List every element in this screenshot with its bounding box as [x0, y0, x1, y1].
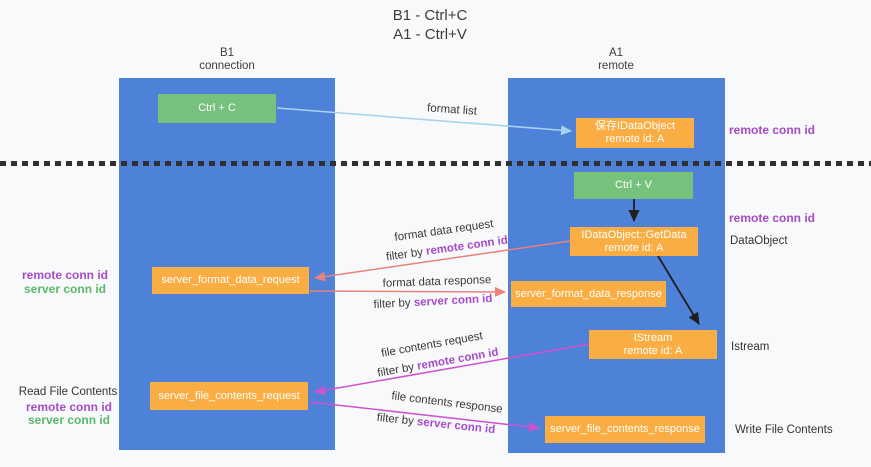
node-ctrl-v-label: Ctrl + V [615, 179, 652, 191]
lane-a1-subtitle: remote [598, 60, 634, 72]
annotation-dataobject: DataObject [730, 235, 788, 247]
lane-header-b1: B1 connection [157, 47, 297, 73]
edge-label-format-list: format list [426, 102, 478, 118]
diagram-title: B1 - Ctrl+C A1 - Ctrl+V [280, 6, 580, 44]
node-save-idataobject-line1: 保存IDataObject [594, 120, 676, 132]
node-server-file-contents-request: server_file_contents_request [150, 382, 308, 410]
annotation-left-remote-conn-id-bottom: remote conn id [25, 400, 112, 414]
filter-by-text: filter by [376, 411, 415, 428]
annotation-left-server-conn-id-mid: server conn id [23, 282, 107, 296]
node-idataobject-getdata: IDataObject::GetData remote id: A [570, 227, 698, 256]
node-ctrl-c-label: Ctrl + C [198, 102, 236, 114]
lane-b1-title: B1 [219, 47, 235, 59]
annotation-left-remote-conn-id-mid: remote conn id [21, 268, 108, 282]
node-server-file-contents-request-label: server_file_contents_request [158, 389, 300, 402]
node-server-file-contents-response: server_file_contents_response [545, 416, 705, 443]
node-save-idataobject-line2: remote id: A [605, 133, 665, 145]
filter-by-text: filter by [385, 246, 424, 264]
annotation-left-server-conn-id-bottom: server conn id [27, 413, 111, 427]
edge-label-format-data-response: format data response [382, 274, 492, 290]
node-server-format-data-request: server_format_data_request [152, 267, 309, 294]
node-istream-line2: remote id: A [623, 344, 683, 357]
annotation-write-file-contents: Write File Contents [735, 424, 833, 436]
filter-by-text: filter by [373, 297, 411, 312]
annotation-istream: Istream [731, 341, 770, 353]
edge-label-filter-by-server-2: filter by server conn id [376, 412, 496, 436]
edge-label-filter-by-server-1: filter by server conn id [373, 293, 492, 311]
node-ctrl-c: Ctrl + C [158, 94, 276, 123]
lane-header-a1: A1 remote [546, 47, 686, 73]
phase-divider-dashed-line [0, 161, 871, 166]
annotation-read-file-contents: Read File Contents [18, 386, 118, 398]
node-server-format-data-request-label: server_format_data_request [161, 274, 300, 286]
remote-conn-id-text: remote conn id [425, 234, 509, 258]
edge-label-file-contents-response: file contents response [390, 390, 504, 416]
node-server-file-contents-response-label: server_file_contents_response [550, 423, 700, 435]
node-ctrl-v: Ctrl + V [574, 172, 693, 199]
node-server-format-data-response: server_format_data_response [511, 281, 666, 307]
annotation-remote-conn-id-mid: remote conn id [729, 211, 816, 225]
node-server-format-data-response-label: server_format_data_response [515, 287, 662, 300]
node-istream-line1: IStream [633, 331, 673, 344]
lane-b1-subtitle: connection [199, 60, 255, 72]
arrow-format-data-response [309, 286, 506, 297]
node-save-idataobject: 保存IDataObject remote id: A [576, 118, 694, 148]
node-idataobject-getdata-line1: IDataObject::GetData [581, 228, 687, 241]
title-line-1: B1 - Ctrl+C [392, 7, 468, 24]
node-istream: IStream remote id: A [589, 330, 717, 359]
server-conn-id-text: server conn id [416, 416, 496, 437]
filter-by-text: filter by [376, 361, 416, 380]
lane-a1-title: A1 [608, 47, 624, 59]
annotation-remote-conn-id-top: remote conn id [729, 123, 816, 137]
node-idataobject-getdata-line2: remote id: A [604, 241, 664, 254]
title-line-2: A1 - Ctrl+V [393, 26, 467, 43]
server-conn-id-text: server conn id [413, 292, 493, 309]
